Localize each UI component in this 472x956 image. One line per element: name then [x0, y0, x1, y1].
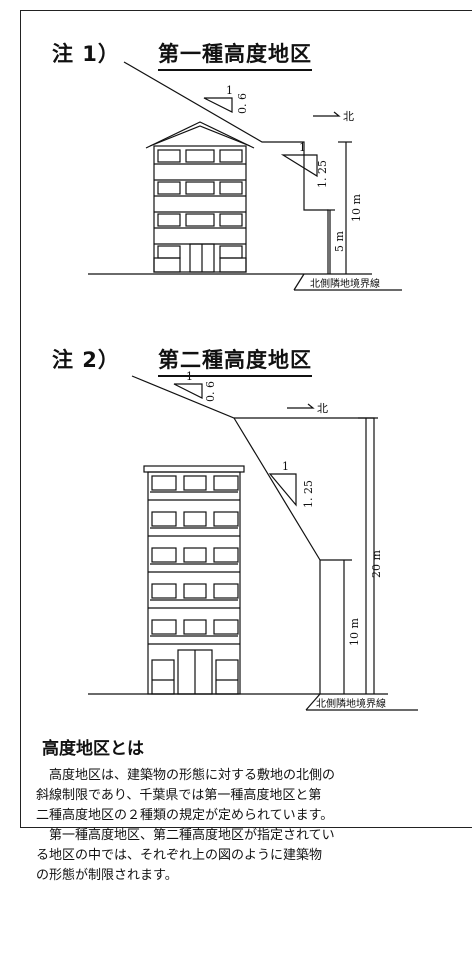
figure-1-diagram [88, 61, 402, 291]
figure-1-slope-triangle-b [280, 154, 318, 178]
figure-frame [20, 10, 472, 828]
figure-1-north-arrow [313, 111, 341, 117]
figure-2-slope-a-run: 0. 6 [204, 381, 217, 402]
figure-1-title: 第一種高度地区 [158, 38, 312, 71]
figure-2-dimension-outer-label: 20 m [370, 550, 383, 578]
figure-1-boundary-label: 北側隣地境界線 [310, 277, 380, 290]
figure-2-dimension-inner-label: 10 m [348, 618, 361, 646]
figure-2-slope-triangle-b [268, 473, 297, 507]
description-body: 高度地区は、建築物の形態に対する敷地の北側の 斜線制限であり、千葉県では第一種高… [36, 766, 464, 886]
description-line: の形態が制限されます。 [36, 868, 178, 883]
figure-1-dimension-outer-label: 10 m [350, 194, 363, 222]
description-line: る地区の中では、それぞれ上の図のように建築物 [36, 848, 323, 863]
figure-1-north-label: 北 [343, 110, 354, 123]
figure-1-building [145, 121, 255, 273]
figure-2-north-label: 北 [317, 402, 328, 415]
figure-2-building [143, 465, 245, 695]
figure-2-slope-b-run: 1. 25 [302, 480, 315, 508]
description-title: 高度地区とは [42, 739, 144, 759]
figure-2-label: 注 2） [52, 348, 120, 372]
figure-1-dimension-inner-label: 5 m [333, 231, 346, 252]
figure-2-diagram [88, 375, 418, 711]
figure-2-slope-a-rise: 1 [186, 370, 193, 383]
figure-2-title: 第二種高度地区 [158, 344, 312, 377]
description-line: 斜線制限であり、千葉県では第一種高度地区と第 [36, 788, 322, 803]
figure-2-slant-line [233, 417, 321, 694]
figure-1-slope-a-rise: 1 [226, 84, 233, 97]
figure-1-slant-line [123, 61, 329, 274]
figure-2-slope-triangle-a [173, 383, 203, 399]
description-line: 第一種高度地区、第二種高度地区が指定されてい [36, 828, 335, 843]
figure-1-label: 注 1） [52, 42, 120, 66]
description-line: 高度地区は、建築物の形態に対する敷地の北側の [36, 768, 336, 783]
figure-2-outer-boundary-line [131, 375, 375, 694]
figure-1-slope-triangle-a [203, 97, 233, 113]
figure-2-slope-b-rise: 1 [282, 460, 289, 473]
description-line: 二種高度地区の２種類の規定が定められています。 [36, 808, 334, 823]
figure-2-north-arrow [287, 403, 315, 409]
figure-1-slope-a-run: 0. 6 [236, 93, 249, 114]
figure-1-slope-b-run: 1. 25 [316, 160, 329, 188]
figure-1-slope-b-rise: 1 [299, 141, 306, 154]
figure-2-boundary-label: 北側隣地境界線 [316, 697, 386, 710]
